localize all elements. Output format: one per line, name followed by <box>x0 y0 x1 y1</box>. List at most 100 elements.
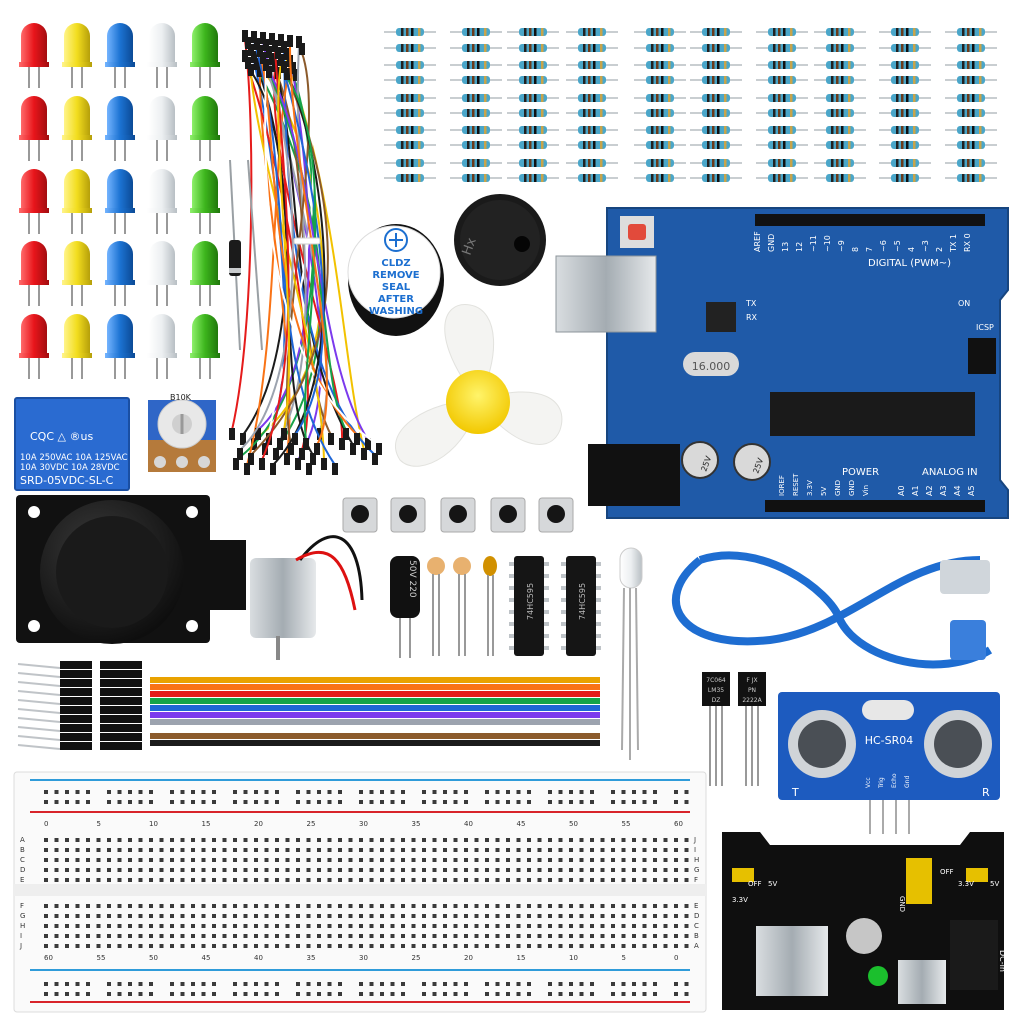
breadboard-row-label: J <box>19 942 22 950</box>
fan-propeller <box>395 304 563 467</box>
resistor <box>634 109 686 117</box>
resistor <box>814 76 866 84</box>
resistor <box>384 126 436 134</box>
arduino-pin-label: 3.3V <box>806 480 814 496</box>
resistor <box>814 159 866 167</box>
ic-pins <box>509 562 601 650</box>
led-green <box>190 169 220 234</box>
pm-right-v: 3.3V <box>958 880 974 888</box>
led-green <box>190 241 220 306</box>
relay-rating-2: 10A 30VDC 10A 28VDC <box>20 463 120 473</box>
buzzer-label-3: SEAL <box>382 282 411 293</box>
power-label: POWER <box>842 467 879 478</box>
resistor <box>507 44 559 52</box>
arduino-pin-label: A4 <box>953 485 962 496</box>
ultrasonic-t: T <box>791 786 799 799</box>
arduino-pin-label: ~11 <box>809 235 818 252</box>
led-white <box>147 23 177 88</box>
breadboard-row-label: E <box>20 876 24 884</box>
ultrasonic-pin-label: Gnd <box>904 776 911 788</box>
crystal-label: 16.000 <box>692 360 731 373</box>
resistor <box>690 94 742 102</box>
icsp-label: ICSP <box>976 323 994 332</box>
breadboard-column-number: 5 <box>622 954 626 962</box>
resistor <box>756 174 808 182</box>
led-yellow <box>62 241 92 306</box>
arduino-pin-label: RX 0 <box>963 233 972 252</box>
resistor <box>634 126 686 134</box>
pot-label: B10K <box>170 393 192 402</box>
resistor <box>566 126 618 134</box>
resistor <box>450 28 502 36</box>
on-label: ON <box>958 299 970 308</box>
resistor <box>879 174 931 182</box>
resistor <box>690 28 742 36</box>
resistor <box>879 109 931 117</box>
resistor <box>507 174 559 182</box>
breadboard-column-number: 40 <box>464 820 473 828</box>
resistor <box>690 174 742 182</box>
arduino-pin-label: Vin <box>862 485 870 496</box>
arduino-pin-label: A1 <box>911 485 920 496</box>
resistor <box>384 174 436 182</box>
arduino-pin-label: 2 <box>935 247 944 252</box>
led-yellow <box>62 23 92 88</box>
breadboard-row-label: H <box>694 856 699 864</box>
resistor <box>814 94 866 102</box>
breadboard-row-label: I <box>20 932 22 940</box>
electrolytic-capacitor: 50V 220 <box>390 556 420 658</box>
photoresistors <box>427 556 497 656</box>
resistor-grid <box>384 28 997 182</box>
breadboard-column-number: 45 <box>517 820 526 828</box>
resistor <box>507 141 559 149</box>
resistor <box>945 126 997 134</box>
resistor <box>814 109 866 117</box>
resistor <box>450 76 502 84</box>
arduino-pin-label: 7 <box>865 247 874 252</box>
arduino-pin-label: ~10 <box>823 235 832 252</box>
resistor <box>450 159 502 167</box>
resistor <box>507 61 559 69</box>
arduino-pin-label: AREF <box>753 231 762 252</box>
arduino-pin-label: A3 <box>939 485 948 496</box>
resistor <box>384 109 436 117</box>
resistor <box>814 141 866 149</box>
resistor <box>634 28 686 36</box>
breadboard-power-module: 3.3V OFF 5V 3.3V OFF 5V GND DC-in <box>722 832 1007 1010</box>
breadboard-column-number: 15 <box>517 954 526 962</box>
resistor <box>507 76 559 84</box>
resistor <box>814 61 866 69</box>
resistor <box>945 94 997 102</box>
resistor <box>507 94 559 102</box>
transistor2-line2: PN <box>748 687 756 694</box>
arduino-pin-label: A2 <box>925 485 934 496</box>
resistor <box>690 126 742 134</box>
led-blue <box>105 23 135 88</box>
led-white <box>147 96 177 161</box>
resistor <box>384 44 436 52</box>
resistor <box>879 159 931 167</box>
relay-module: CQC △ ®us 10A 250VAC 10A 125VAC 10A 30VD… <box>14 397 130 491</box>
breadboard-column-number: 10 <box>569 954 578 962</box>
arduino-pin-label: TX 1 <box>949 234 958 253</box>
breadboard-column-number: 60 <box>44 954 53 962</box>
transistor1-line1: 7C064 <box>706 677 726 684</box>
resistor <box>566 94 618 102</box>
breadboard-column-number: 20 <box>254 820 263 828</box>
pm-right-5v: 5V <box>990 880 999 888</box>
arduino-pin-label: 5V <box>820 487 828 496</box>
breadboard-column-number: 30 <box>359 954 368 962</box>
led-white <box>147 241 177 306</box>
resistor <box>814 174 866 182</box>
pm-gnd: GND <box>898 896 906 912</box>
resistor <box>756 44 808 52</box>
resistor <box>507 126 559 134</box>
resistor <box>384 159 436 167</box>
pm-dcin: DC-in <box>998 950 1007 972</box>
resistor <box>450 141 502 149</box>
relay-model: SRD-05VDC-SL-C <box>20 474 114 487</box>
joystick-module <box>16 495 246 644</box>
resistor <box>879 61 931 69</box>
potentiometer: B10K <box>148 393 216 472</box>
resistor <box>566 61 618 69</box>
